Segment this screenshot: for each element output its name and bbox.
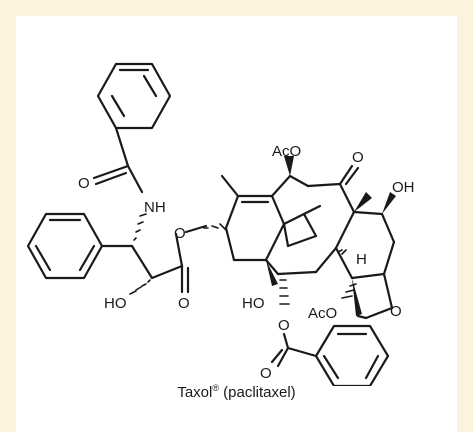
benzamide-phenyl-ring [96,62,172,130]
ketone-oxygen-label: O [352,149,364,166]
oxetane-oxygen-label: O [390,303,402,320]
hydroxyl-bottom-label: HO [242,295,265,312]
amide-oxygen-label: O [78,175,90,192]
registered-mark: ® [212,383,219,393]
ester-oxygen-label: O [174,225,186,242]
benzoate-phenyl-ring [314,324,390,386]
amide-nh-label: NH [144,199,166,216]
figure-card: AcO O OH O NH O HO O H HO O AcO O O Taxo… [16,16,457,432]
oxetane-ring [352,272,394,320]
bridgehead-h-label: H [356,251,367,268]
b-ring [264,174,356,276]
acetoxy-top-label: AcO [272,143,301,160]
acetoxy-bottom-label: AcO [308,305,337,322]
hydroxyl-side-label: HO [104,295,127,312]
c-ring [334,210,396,280]
side-carbonyl-oxygen-label: O [178,295,190,312]
a-ring [224,194,286,262]
paclitaxel-structure: AcO O OH O NH O HO O H HO O AcO O O [26,62,415,386]
hydroxyl-top-label: OH [392,179,415,196]
caption-generic: (paclitaxel) [218,384,296,401]
caption-name: Taxol [177,384,213,401]
benzoate-oxygen-label: O [278,317,290,334]
structure-caption: Taxol® (paclitaxel) [16,383,457,401]
side-chain-phenyl-ring [26,212,104,280]
benzoate-carbonyl-oxygen-label: O [260,365,272,382]
